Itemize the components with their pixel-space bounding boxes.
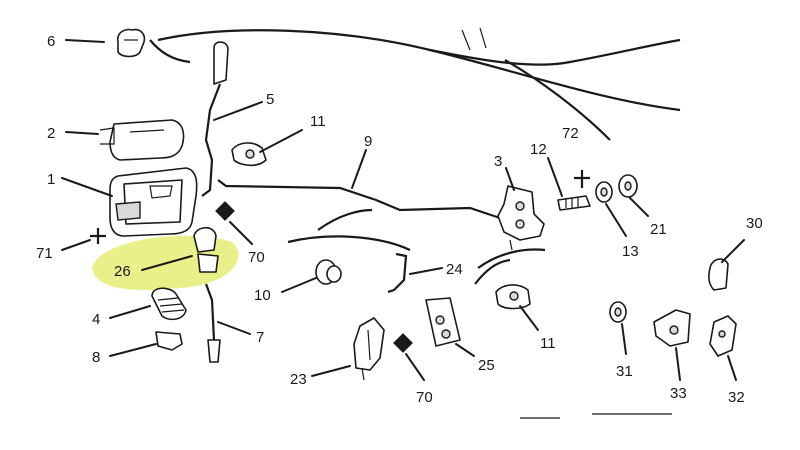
part-1-handle [61,167,198,237]
callout-3: 3 [494,153,502,170]
part-2-escutcheon [65,119,185,161]
callout-21: 21 [650,221,667,238]
callout-70-right: 70 [416,389,433,406]
part-23-actuator [311,317,385,381]
part-8-retainer [109,331,183,357]
part-12-bolt [547,157,591,211]
part-21-nut [618,174,649,217]
part-6-clip [65,28,146,58]
part-3-latch [497,167,545,251]
part-5-rod [201,41,263,197]
callout-1: 1 [47,171,55,188]
callout-24: 24 [446,261,463,278]
part-11-clip-upper [231,129,303,167]
part-24-rod-clip [387,252,443,294]
callout-10: 10 [254,287,271,304]
callout-23: 23 [290,371,307,388]
callout-25: 25 [478,357,495,374]
part-33-hinge [653,309,691,381]
part-25-striker [425,297,475,357]
callout-12: 12 [530,141,547,158]
part-31-screw [609,301,627,355]
part-9-rod [217,149,501,220]
part-70-pad-left [215,201,253,245]
part-71-marker [61,228,106,251]
part-26-bushing [141,226,219,273]
callout-33: 33 [670,385,687,402]
callout-13: 13 [622,243,639,260]
part-7-rod [204,283,251,363]
part-11-clip-lower [495,284,539,331]
callout-2: 2 [47,125,55,142]
callout-11-upper: 11 [310,113,326,130]
part-4-lock-cylinder [109,287,187,321]
callout-6: 6 [47,33,55,50]
part-72-marker [574,170,590,188]
callout-30: 30 [746,215,763,232]
callout-5: 5 [266,91,274,108]
callout-32: 32 [728,389,745,406]
callout-72: 72 [562,125,579,142]
callout-70-left: 70 [248,249,265,266]
callout-11-lower: 11 [540,335,556,352]
part-30-bracket [708,239,745,291]
door-panel-outline [149,27,681,419]
callout-7: 7 [256,329,264,346]
part-10-grommet [281,259,342,293]
callout-71: 71 [36,245,53,262]
callout-31: 31 [616,363,633,380]
part-13-washer [595,181,627,237]
callout-4: 4 [92,311,100,328]
callout-labels: 6 5 11 2 9 3 12 72 1 71 70 21 13 30 26 2… [36,33,763,406]
callout-8: 8 [92,349,100,366]
part-70-pad-right [393,333,425,381]
part-32-plate [709,315,737,381]
callout-9: 9 [364,133,372,150]
callout-26: 26 [114,263,131,280]
